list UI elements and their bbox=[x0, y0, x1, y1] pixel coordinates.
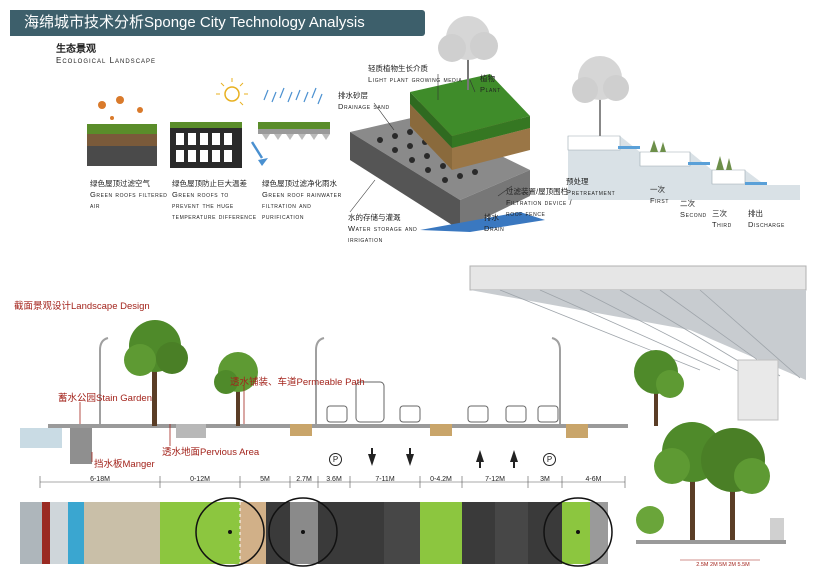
detail-section-illustration bbox=[636, 422, 786, 561]
section-tree-right bbox=[634, 350, 684, 426]
traffic-direction-arrows bbox=[368, 448, 518, 468]
street-lamps bbox=[99, 337, 561, 424]
caption-green-roof-rainwater: 绿色屋顶过滤净化雨水 Green roof rainwater filtrati… bbox=[262, 179, 342, 221]
dimension-label: 4-6M bbox=[585, 476, 602, 483]
dimension-label: 3M bbox=[540, 476, 550, 483]
green-roof-rainwater-illustration bbox=[250, 87, 330, 166]
label-drainage-sand: 排水砂层 Drainage sand bbox=[338, 91, 390, 111]
dimension-label: 0-12M bbox=[190, 476, 210, 483]
section-tree-middle bbox=[214, 352, 258, 426]
ecological-title-en: Ecological Landscape bbox=[56, 56, 157, 65]
header-banner: 海绵城市技术分析Sponge City Technology Analysis bbox=[10, 10, 425, 36]
detail-dimensions: 2.5M 2M 5M 2M 5.5M bbox=[696, 562, 750, 568]
page-title: 海绵城市技术分析Sponge City Technology Analysis bbox=[24, 14, 365, 31]
label-permeable-path: 透水铺装、车道Permeable Path bbox=[230, 377, 365, 388]
plan-strip bbox=[20, 497, 613, 567]
dimension-label: 0-4.2M bbox=[430, 476, 452, 483]
dimension-label: 5M bbox=[260, 476, 270, 483]
tiered-treatment-illustration bbox=[567, 56, 800, 200]
label-discharge: 排出 Discharge bbox=[748, 209, 785, 229]
label-first: 一次 First bbox=[650, 185, 669, 205]
ecological-title-cn: 生态景观 bbox=[56, 44, 96, 55]
label-third: 三次 Third bbox=[712, 209, 732, 229]
label-water-storage: 水的存储与灌溉 Water storage and irrigation bbox=[348, 213, 418, 244]
dimension-label: 2.7M bbox=[296, 476, 312, 483]
label-manger: 挡水板Manger bbox=[94, 459, 155, 470]
section-tree-left bbox=[124, 320, 188, 426]
dimension-label: 7-11M bbox=[375, 476, 395, 483]
dimension-label: 3.6M bbox=[326, 476, 342, 483]
section-title: 截面景观设计Landscape Design bbox=[14, 301, 150, 312]
overpass-structure bbox=[469, 265, 807, 421]
green-roof-temperature-illustration bbox=[170, 78, 248, 168]
tree-icon bbox=[438, 16, 498, 90]
parking-icon: P bbox=[543, 453, 556, 466]
label-plant: 植物 Plant bbox=[480, 74, 501, 94]
dimension-label: 6-18M bbox=[90, 476, 110, 483]
dimension-label: 7-12M bbox=[485, 476, 505, 483]
vehicles bbox=[326, 381, 559, 423]
label-plant-media: 轻质植物生长介质 Light plant growing media bbox=[368, 64, 463, 84]
label-drain: 排水 Drain bbox=[484, 213, 505, 233]
parking-icon: P bbox=[329, 453, 342, 466]
green-roof-layer-block bbox=[350, 74, 545, 232]
label-stain-garden: 蓄水公园Stain Garden bbox=[58, 393, 152, 404]
label-second: 二次 Second bbox=[680, 199, 707, 219]
caption-green-roof-air: 绿色屋顶过滤空气 Green roofs filtered air bbox=[90, 179, 168, 210]
label-pretreatment: 预处理 Pretreatment bbox=[566, 177, 616, 197]
label-pervious-area: 透水地面Pervious Area bbox=[162, 447, 260, 458]
green-roof-air-illustration bbox=[87, 96, 157, 166]
label-filtration-device: 过滤装置/屋顶围栏 Filtration device / roof fence bbox=[506, 187, 573, 218]
section-ground bbox=[20, 424, 628, 464]
dimension-strip bbox=[39, 476, 626, 488]
caption-green-roof-temperature: 绿色屋顶防止巨大温差 Green roofs to prevent the hu… bbox=[172, 179, 257, 221]
